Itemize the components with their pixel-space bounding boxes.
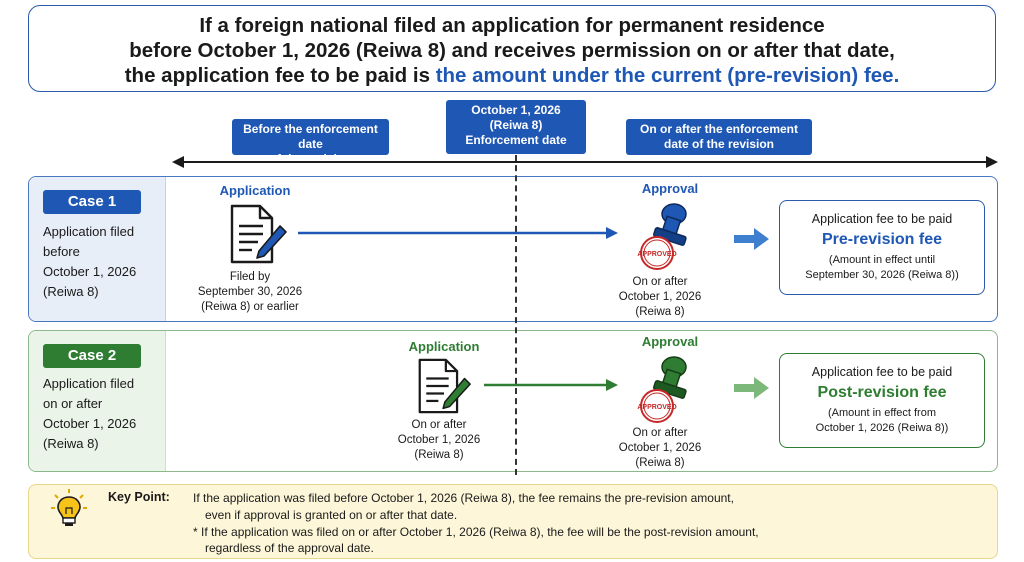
timeline-after-line1: On or after the enforcement: [639, 122, 799, 136]
case2-application-note1: On or after: [411, 419, 467, 431]
header-line-1: If a foreign national filed an applicati…: [199, 14, 825, 37]
case2-desc-line2: on or after: [43, 396, 103, 411]
case2-approval-note1: On or after: [632, 427, 688, 439]
timeline-line: [180, 161, 990, 163]
timeline-before-line2: of the revision: [269, 152, 352, 166]
case2-fee-label: Application fee to be paid: [811, 365, 953, 379]
case2-fee-sub2: October 1, 2026 (Reiwa 8)): [815, 422, 949, 434]
case1-description: Application filed before October 1, 2026…: [43, 222, 163, 302]
key-point-box: [28, 484, 998, 559]
case1-fee-box: Application fee to be paid Pre-revision …: [779, 200, 985, 295]
key-point-line3: * If the application was filed on or aft…: [193, 525, 759, 539]
case2-approval-note3: (Reiwa 8): [635, 457, 685, 469]
case2-application-title: Application: [408, 339, 480, 354]
case1-desc-line2: before: [43, 244, 80, 259]
timeline-before-label: Before the enforcement date of the revis…: [232, 119, 389, 166]
case2-approval-note2: October 1, 2026: [618, 442, 702, 454]
case1-desc-line1: Application filed: [43, 224, 135, 239]
header-line-3-prefix: the application fee to be paid is: [124, 64, 436, 87]
key-point-line4: regardless of the approval date.: [205, 541, 374, 555]
case2-approval-title: Approval: [641, 334, 699, 349]
document-pen-icon: [230, 204, 287, 264]
key-point-line2: even if approval is granted on or after …: [205, 508, 458, 522]
case2-desc-line4: (Reiwa 8): [43, 436, 99, 451]
case2-description: Application filed on or after October 1,…: [43, 374, 163, 454]
document-pen-icon: [418, 358, 471, 414]
case1-application-note3: (Reiwa 8) or earlier: [201, 301, 299, 313]
timeline-center-line2: (Reiwa 8): [489, 118, 543, 132]
lightbulb-icon: [51, 489, 87, 526]
timeline-arrow-right-icon: [986, 156, 998, 168]
case2-result-arrow-icon: [734, 377, 769, 399]
case1-approval-note3: (Reiwa 8): [635, 306, 685, 318]
key-point-line1: If the application was filed before Octo…: [193, 491, 734, 505]
case1-fee-label: Application fee to be paid: [811, 212, 953, 226]
case1-desc-line4: (Reiwa 8): [43, 284, 99, 299]
case1-application-note1: Filed by: [229, 271, 271, 283]
case2-desc-line3: October 1, 2026: [43, 416, 137, 431]
case2-application-note3: (Reiwa 8): [414, 449, 464, 461]
case1-approval-note: On or after October 1, 2026 (Reiwa 8): [600, 275, 720, 320]
case2-badge: Case 2: [43, 344, 141, 368]
timeline-after-line2: date of the revision: [663, 137, 775, 151]
case2-approval-note: On or after October 1, 2026 (Reiwa 8): [600, 426, 720, 471]
case1-stamp-text: APPROVED: [637, 251, 676, 258]
case1-approval-note1: On or after: [632, 276, 688, 288]
case1-approval-note2: October 1, 2026: [618, 291, 702, 303]
case2-flow-arrow-icon: [484, 379, 618, 391]
timeline-after-label: On or after the enforcement date of the …: [626, 119, 812, 155]
case1-application-note2: September 30, 2026: [197, 286, 303, 298]
case1-flow-arrow-icon: [298, 227, 618, 239]
case1-result-arrow-icon: [734, 228, 769, 250]
case1-badge: Case 1: [43, 190, 141, 214]
case2-fee-name: Post-revision fee: [817, 384, 947, 401]
case1-application-title: Application: [219, 183, 291, 198]
header-line-3-highlight: the amount under the current (pre-revisi…: [435, 64, 900, 87]
case2-desc-line1: Application filed: [43, 376, 135, 391]
timeline-center-line1: October 1, 2026: [471, 103, 561, 117]
timeline-arrow-left-icon: [172, 156, 184, 168]
timeline-center-line3: Enforcement date: [465, 133, 567, 147]
case2-fee-sub1: (Amount in effect from: [827, 407, 936, 419]
case1-fee-sub1: (Amount in effect until: [828, 254, 936, 266]
case2-application-note2: October 1, 2026: [397, 434, 481, 446]
key-point-label: Key Point:: [108, 490, 170, 504]
timeline-before-line1: Before the enforcement date: [243, 122, 378, 151]
case2-stamp-text: APPROVED: [637, 404, 676, 411]
case2-fee-box: Application fee to be paid Post-revision…: [779, 353, 985, 448]
case1-desc-line3: October 1, 2026: [43, 264, 137, 279]
case1-application-note: Filed by September 30, 2026 (Reiwa 8) or…: [185, 270, 315, 315]
header-line-3: the application fee to be paid is the am…: [29, 64, 995, 88]
timeline-enforcement-label: October 1, 2026 (Reiwa 8) Enforcement da…: [446, 100, 586, 154]
case1-fee-name: Pre-revision fee: [821, 231, 943, 248]
header-box: If a foreign national filed an applicati…: [28, 5, 996, 92]
approval-stamp-icon: APPROVED: [637, 356, 687, 423]
case1-approval-title: Approval: [641, 181, 699, 196]
enforcement-date-divider: [515, 155, 517, 475]
case2-application-note: On or after October 1, 2026 (Reiwa 8): [374, 418, 504, 463]
approval-stamp-icon: APPROVED: [637, 203, 687, 270]
header-line-2: before October 1, 2026 (Reiwa 8) and rec…: [129, 39, 895, 62]
case1-fee-sub2: September 30, 2026 (Reiwa 8)): [805, 269, 959, 281]
